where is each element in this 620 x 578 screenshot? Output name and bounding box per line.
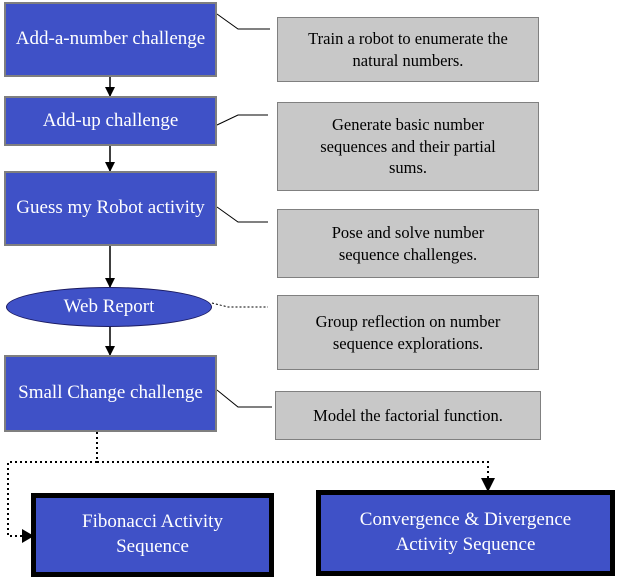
convergence-divergence-sequence-label: Convergence & Divergence Activity Sequen… bbox=[359, 509, 572, 555]
note-web-report: Group reflection on number sequence expl… bbox=[277, 295, 539, 370]
add-up-box: Add-up challenge bbox=[4, 96, 217, 146]
note-connector-1 bbox=[216, 13, 270, 30]
arrowhead-left bbox=[22, 529, 34, 543]
guess-my-robot-box: Guess my Robot activity bbox=[4, 171, 217, 246]
note-connector-4 bbox=[211, 302, 268, 308]
add-a-number-label: Add-a-number challenge bbox=[15, 28, 206, 50]
note-add-up: Generate basic number sequences and thei… bbox=[277, 102, 539, 191]
note-add-up-text: Generate basic number sequences and thei… bbox=[320, 115, 496, 178]
guess-my-robot-label: Guess my Robot activity bbox=[16, 197, 205, 219]
small-change-label: Small Change challenge bbox=[18, 382, 203, 404]
note-add-a-number: Train a robot to enumerate the natural n… bbox=[277, 17, 539, 82]
dotted-connector bbox=[7, 432, 98, 537]
note-connector-3 bbox=[216, 206, 268, 223]
note-web-report-text: Group reflection on number sequence expl… bbox=[315, 312, 501, 353]
add-up-label: Add-up challenge bbox=[42, 109, 179, 131]
web-report-label: Web Report bbox=[63, 295, 155, 317]
convergence-divergence-sequence-box: Convergence & Divergence Activity Sequen… bbox=[316, 490, 615, 576]
note-connector-2 bbox=[216, 114, 268, 126]
fibonacci-sequence-box: Fibonacci Activity Sequence bbox=[31, 493, 274, 577]
web-report-oval: Web Report bbox=[6, 287, 212, 327]
note-connector-5 bbox=[216, 389, 272, 408]
fibonacci-sequence-label: Fibonacci Activity Sequence bbox=[82, 511, 223, 557]
note-guess-my-robot-text: Pose and solve number sequence challenge… bbox=[331, 223, 485, 264]
note-small-change: Model the factorial function. bbox=[275, 391, 541, 440]
arrowhead-right bbox=[481, 478, 495, 492]
note-guess-my-robot: Pose and solve number sequence challenge… bbox=[277, 209, 539, 278]
small-change-box: Small Change challenge bbox=[4, 355, 217, 432]
note-small-change-text: Model the factorial function. bbox=[313, 405, 503, 425]
note-add-a-number-text: Train a robot to enumerate the natural n… bbox=[308, 29, 508, 70]
add-a-number-box: Add-a-number challenge bbox=[4, 2, 217, 77]
dotted-connector-right bbox=[97, 461, 489, 484]
